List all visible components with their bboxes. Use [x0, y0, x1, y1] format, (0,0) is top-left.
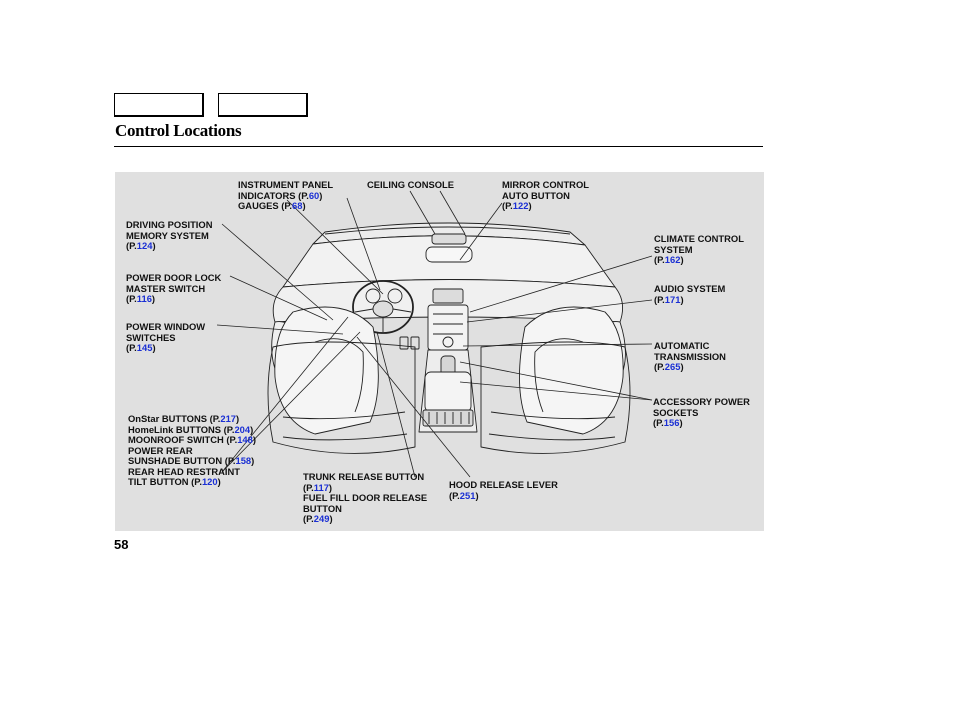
- page-ref-link[interactable]: 122: [512, 200, 529, 211]
- page-ref-link[interactable]: 145: [136, 342, 153, 353]
- callout-ceiling-console: CEILING CONSOLE: [367, 179, 454, 190]
- page-ref-link[interactable]: 148: [237, 434, 253, 445]
- navigation-screen: [432, 288, 464, 304]
- title-rule: [114, 146, 763, 147]
- page-ref-link[interactable]: 156: [663, 417, 680, 428]
- callout-power-door-lock: POWER DOOR LOCK MASTER SWITCH (P.116): [126, 272, 222, 304]
- page-ref-link[interactable]: 217: [220, 413, 237, 424]
- callout-driving-position: DRIVING POSITION MEMORY SYSTEM (P.124): [126, 219, 213, 251]
- callout-audio-system: AUDIO SYSTEM (P.171): [654, 283, 726, 305]
- ceiling-console-shape: [431, 233, 467, 245]
- page-ref-link[interactable]: 162: [664, 254, 681, 265]
- callout-automatic-transmission: AUTOMATIC TRANSMISSION (P.265): [654, 340, 726, 372]
- page-title: Control Locations: [115, 121, 242, 140]
- callout-hood-release: HOOD RELEASE LEVER (P.251): [449, 479, 558, 501]
- callout-mirror-control: MIRROR CONTROL AUTO BUTTON (P.122): [502, 179, 589, 211]
- page-ref-link[interactable]: 171: [664, 293, 681, 305]
- callout-climate-control: CLIMATE CONTROL SYSTEM (P.162): [654, 233, 744, 265]
- page-ref-link[interactable]: 249: [313, 513, 330, 524]
- rear-view-mirror: [425, 246, 473, 263]
- rear-seat-left: [267, 341, 416, 454]
- callout-line: INSTRUMENT PANEL: [238, 179, 334, 190]
- armrest: [424, 371, 472, 413]
- page-ref-link[interactable]: 124: [136, 240, 153, 251]
- page-ref-link[interactable]: 60: [308, 189, 320, 201]
- car-interior-illustration: [216, 190, 653, 478]
- page-ref-link[interactable]: 116: [136, 293, 152, 304]
- page-number: 58: [114, 537, 129, 552]
- callout-overhead-buttons: OnStar BUTTONS (P.217) HomeLink BUTTONS …: [128, 413, 256, 487]
- center-stack: [427, 304, 469, 351]
- leader-lines: [216, 190, 653, 478]
- page-ref-link[interactable]: 158: [235, 455, 252, 466]
- callout-accessory-power: ACCESSORY POWER SOCKETS (P.156): [653, 396, 750, 428]
- driver-seat: [274, 306, 379, 435]
- page-ref-link[interactable]: 117: [313, 481, 329, 493]
- page-ref-link[interactable]: 68: [292, 200, 303, 211]
- pedals: [399, 336, 409, 350]
- page-ref-link[interactable]: 265: [664, 361, 681, 372]
- rear-vents: [422, 409, 474, 427]
- page-ref-link[interactable]: 251: [459, 489, 476, 501]
- callout-instrument-panel: INSTRUMENT PANEL INDICATORS (P.60) GAUGE…: [238, 179, 334, 211]
- section-tab[interactable]: [114, 93, 204, 117]
- callout-power-window: POWER WINDOW SWITCHES (P.145): [126, 321, 206, 353]
- section-tab[interactable]: [218, 93, 308, 117]
- gauge-left: [365, 288, 381, 304]
- gauge-right: [387, 288, 403, 304]
- rear-seat-right: [480, 341, 631, 454]
- steering-wheel: [352, 280, 414, 334]
- callout-trunk-fuel: TRUNK RELEASE BUTTON (P.117) FUEL FILL D…: [303, 471, 428, 524]
- page-ref-link[interactable]: 120: [201, 476, 218, 487]
- page-ref-link[interactable]: 204: [234, 423, 251, 435]
